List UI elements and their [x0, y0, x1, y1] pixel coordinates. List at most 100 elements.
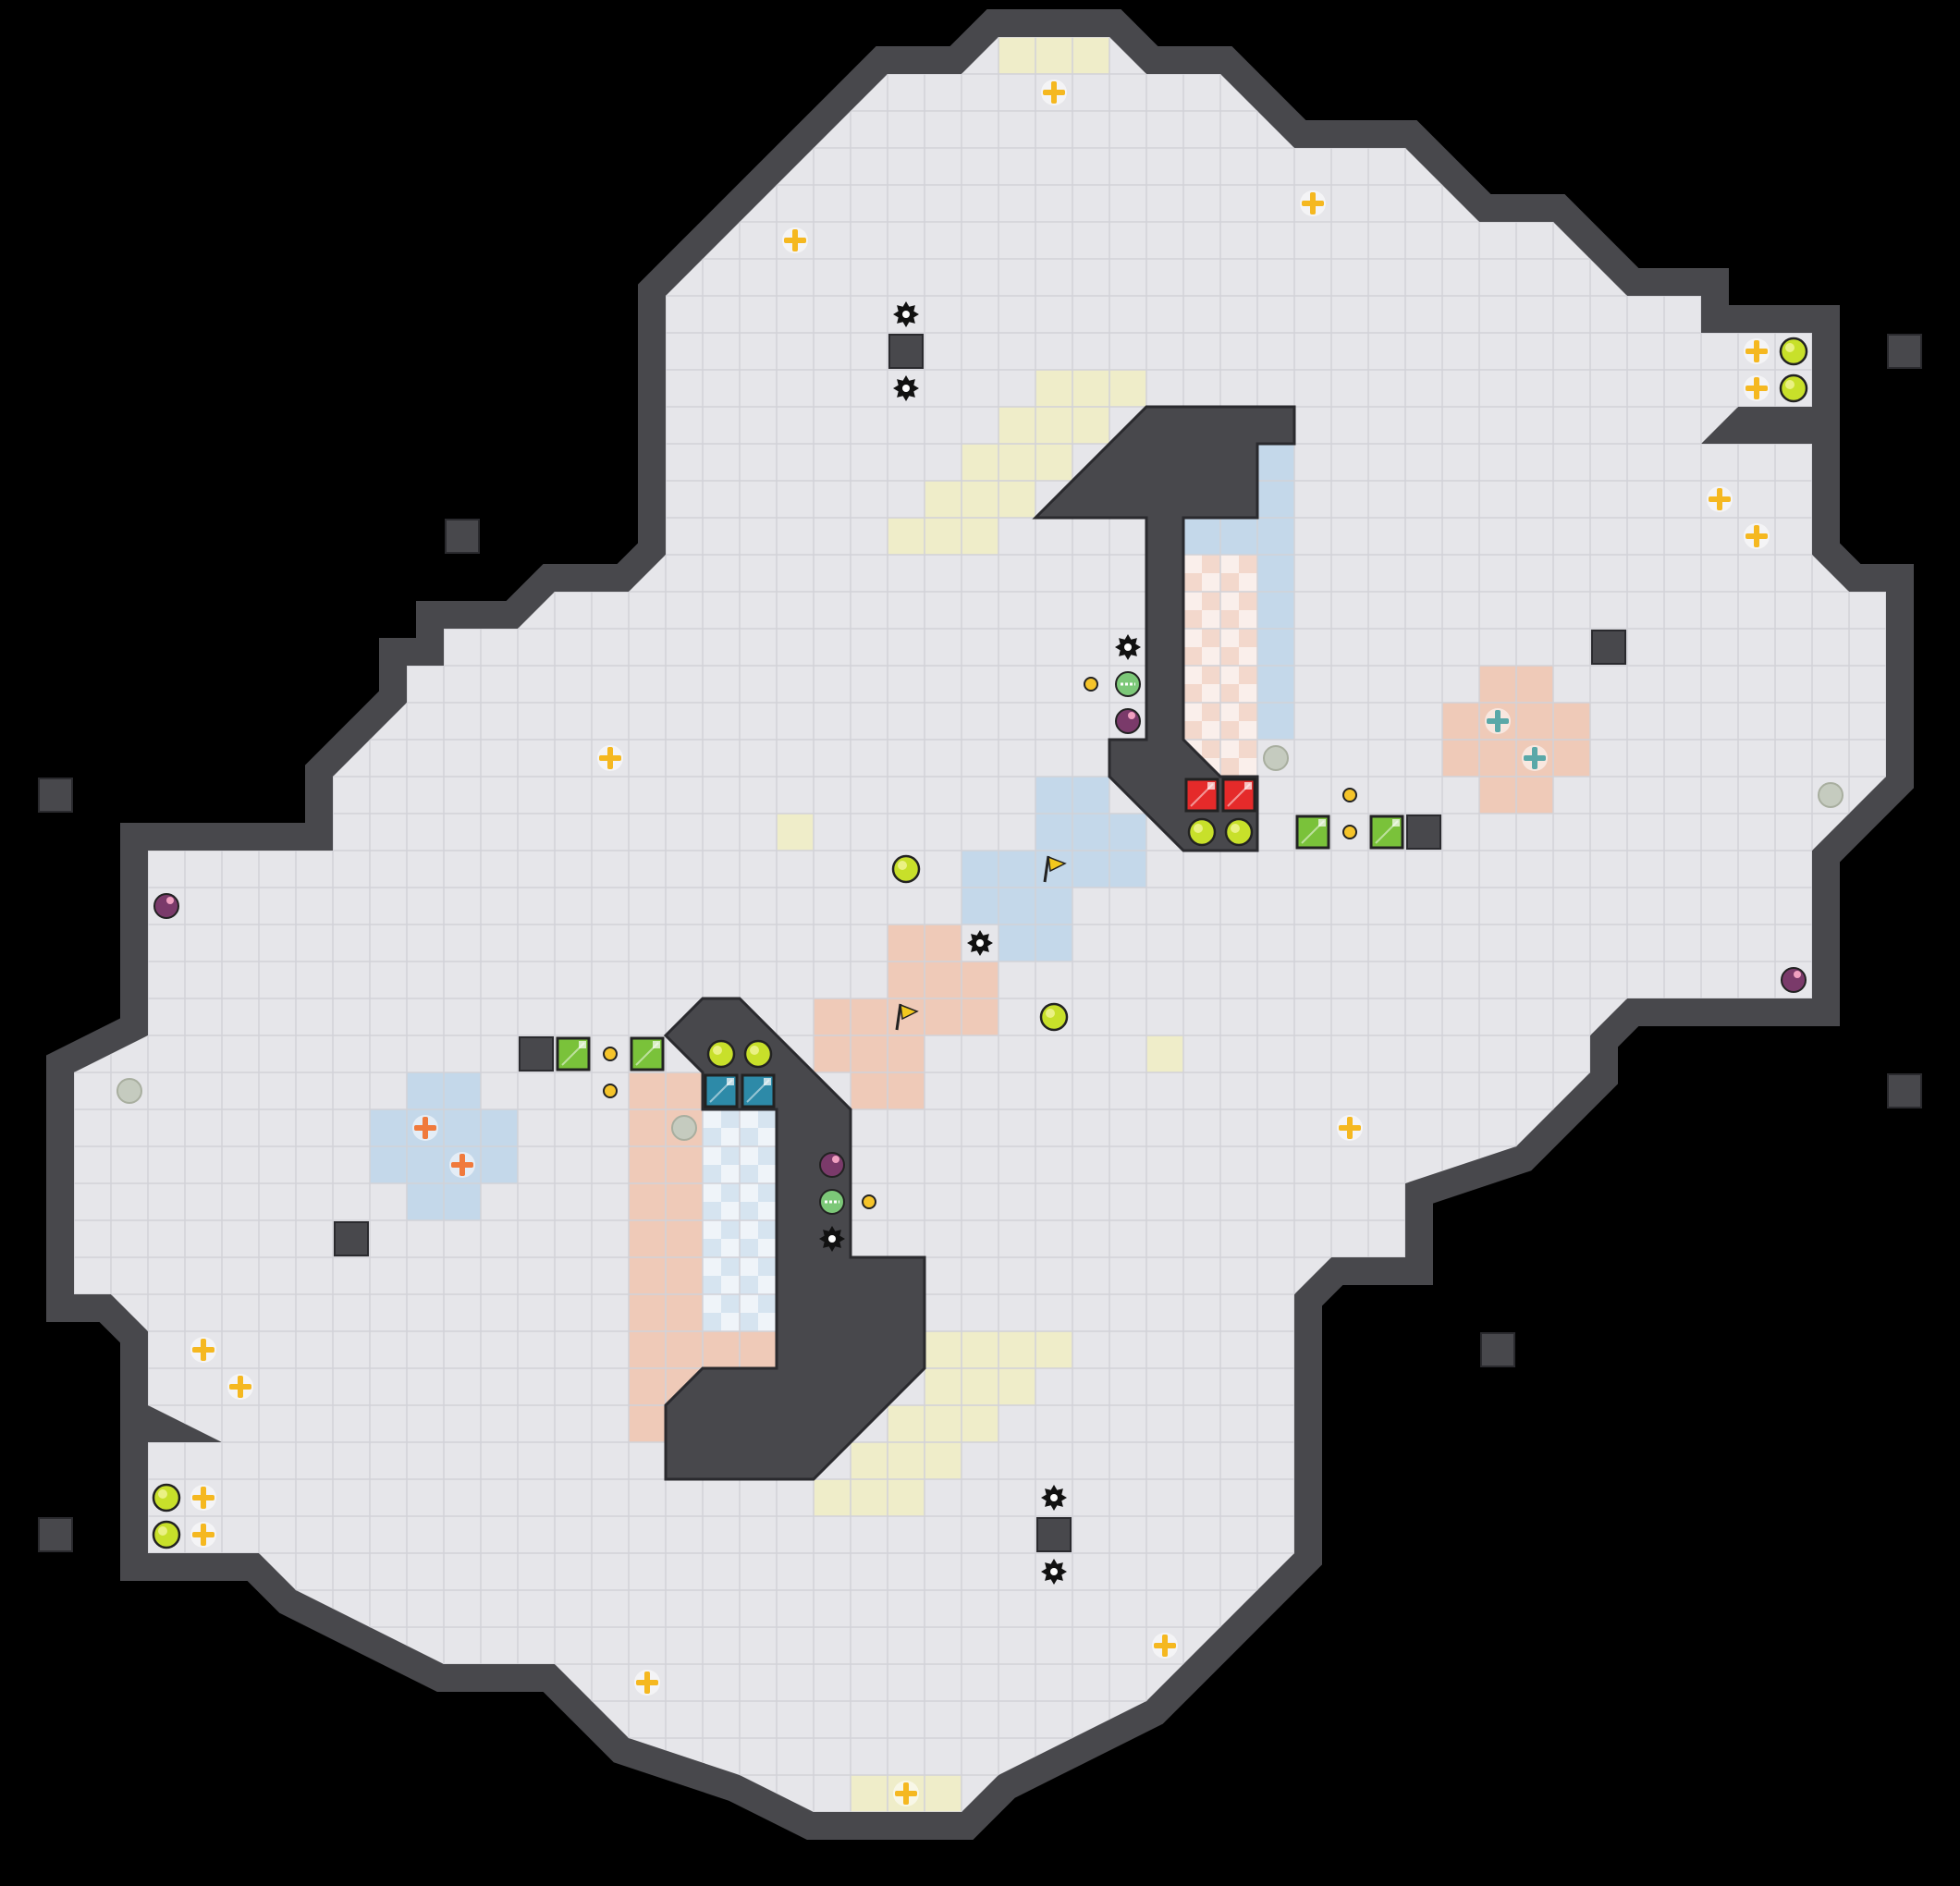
zone-yellow-tile [962, 1331, 998, 1368]
zone-blue-tile [998, 925, 1035, 961]
zone-yellow-tile [962, 1405, 998, 1442]
teal-plus-icon [1522, 745, 1548, 771]
zone-red-tile [888, 961, 925, 998]
zone-red-tile [629, 1146, 666, 1183]
flag-icon [895, 1003, 919, 1031]
zone-red-tile [851, 998, 888, 1035]
health-plus-icon [190, 1337, 216, 1363]
yellow-orb-icon [1039, 1002, 1069, 1032]
zone-red-tile [962, 998, 998, 1035]
zone-blue-tile [444, 1109, 481, 1146]
zone-yellow-tile [1035, 1331, 1072, 1368]
zone-red-tile [1442, 703, 1479, 740]
small-coin-icon [603, 1047, 618, 1061]
colored-zones [370, 37, 1590, 1812]
zone-blue-tile [998, 851, 1035, 888]
zone-red-tile [1479, 666, 1516, 703]
checker-square [1183, 666, 1202, 684]
zone-red-tile [629, 1331, 666, 1368]
health-plus-icon [1707, 486, 1733, 512]
zone-yellow-tile [1035, 407, 1072, 444]
zone-red-tile [888, 925, 925, 961]
zone-red-tile [1479, 777, 1516, 814]
zone-yellow-tile [962, 444, 998, 481]
zone-red-tile [925, 925, 962, 961]
zone-yellow-tile [1109, 370, 1146, 407]
zone-blue-tile [407, 1183, 444, 1220]
checker-square [1183, 703, 1202, 721]
health-plus-icon [1337, 1115, 1363, 1141]
teal-block-icon [741, 1073, 776, 1108]
checker-square [1239, 721, 1257, 740]
yellow-orb-icon [1779, 374, 1808, 403]
checker-square [740, 1146, 758, 1165]
zone-red-tile [629, 1368, 666, 1405]
zone-yellow-tile [1072, 370, 1109, 407]
zone-yellow-tile [814, 1479, 851, 1516]
orange-plus-icon [412, 1115, 438, 1141]
zone-yellow-tile [888, 1405, 925, 1442]
health-plus-icon [782, 227, 808, 253]
grey-ring-icon [116, 1078, 142, 1104]
zone-red-tile [1516, 666, 1553, 703]
health-plus-icon [1744, 338, 1770, 364]
checker-square [703, 1109, 721, 1128]
health-plus-icon [1152, 1633, 1178, 1659]
zone-yellow-tile [1072, 37, 1109, 74]
zone-red-tile [1516, 703, 1553, 740]
striped-orb-icon [1115, 671, 1141, 697]
green-block-icon [1369, 814, 1404, 850]
sawblade-icon [1115, 634, 1141, 660]
zone-yellow-tile [1072, 407, 1109, 444]
zone-yellow-tile [888, 1442, 925, 1479]
zone-yellow-tile [998, 37, 1035, 74]
flag-icon [1043, 855, 1067, 883]
checker-square [1220, 555, 1239, 573]
zone-yellow-tile [1035, 444, 1072, 481]
zone-yellow-tile [1035, 37, 1072, 74]
checker-square [758, 1276, 777, 1294]
pillar-block [1591, 630, 1626, 665]
zone-red-tile [1442, 740, 1479, 777]
checker-square [740, 1109, 758, 1128]
checker-square [721, 1313, 740, 1331]
map-items [116, 80, 1844, 1806]
small-coin-icon [1342, 788, 1357, 802]
checker-square [1220, 666, 1239, 684]
pillar-block [38, 1517, 73, 1552]
zone-red-tile [1516, 777, 1553, 814]
zone-blue-tile [407, 1072, 444, 1109]
checker-square [721, 1128, 740, 1146]
zone-red-tile [814, 998, 851, 1035]
zone-red-tile [629, 1183, 666, 1220]
health-plus-icon [1041, 80, 1067, 105]
zone-blue-tile [1257, 703, 1294, 740]
zone-yellow-tile [925, 1405, 962, 1442]
zone-red-tile [962, 961, 998, 998]
checker-square [740, 1183, 758, 1202]
inner-wall-2 [663, 997, 926, 1481]
checker-square [1202, 573, 1220, 592]
zone-yellow-tile [925, 1775, 962, 1812]
zone-yellow-tile [998, 407, 1035, 444]
sawblade-icon [1041, 1559, 1067, 1585]
zone-yellow-tile [925, 1442, 962, 1479]
sawblade-icon [893, 375, 919, 401]
zone-red-tile [629, 1220, 666, 1257]
zone-blue-tile [1183, 518, 1220, 555]
zone-red-tile [629, 1405, 666, 1442]
zone-blue-tile [998, 888, 1035, 925]
checker-square [1239, 573, 1257, 592]
zone-red-tile [851, 1072, 888, 1109]
zone-blue-tile [962, 851, 998, 888]
striped-orb-icon [819, 1189, 845, 1215]
purple-orb-icon [819, 1152, 845, 1178]
checker-square [721, 1239, 740, 1257]
checker-square [1183, 555, 1202, 573]
pillar-block [334, 1221, 369, 1256]
zone-blue-tile [1109, 851, 1146, 888]
zone-blue-tile [407, 1146, 444, 1183]
grey-ring-icon [671, 1115, 697, 1141]
zone-blue-tile [1257, 666, 1294, 703]
checker-square [703, 1220, 721, 1239]
